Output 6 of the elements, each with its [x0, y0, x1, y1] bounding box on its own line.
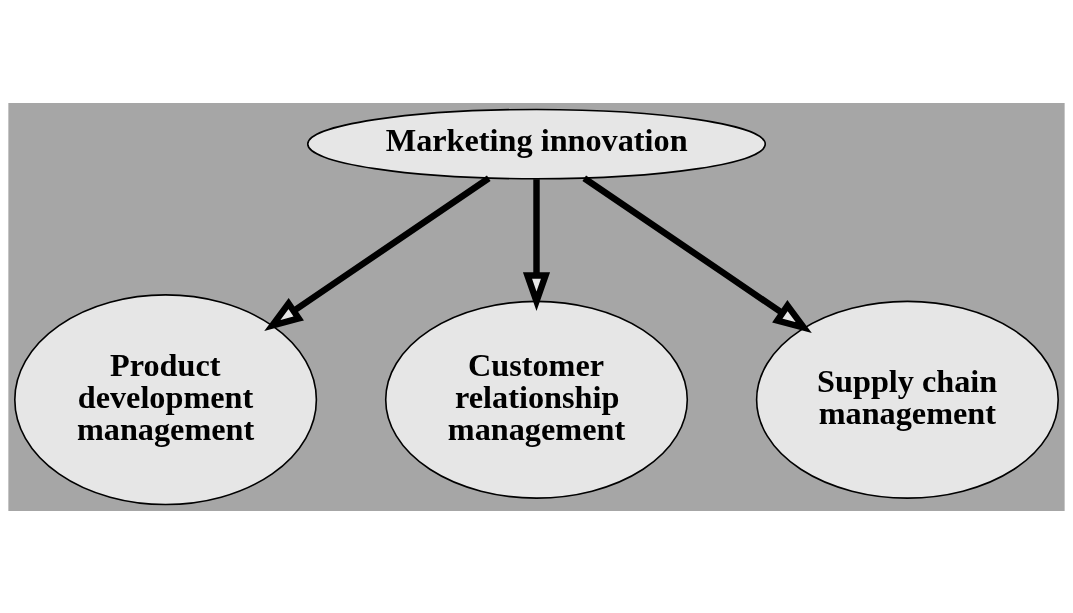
node-ellipse: Customer relationship management — [384, 300, 689, 499]
arrow — [522, 178, 551, 311]
arrow — [582, 175, 812, 333]
node-ellipse: Marketing innovation — [306, 108, 767, 180]
node-ellipse: Product development management — [14, 293, 318, 505]
arrow — [264, 175, 491, 331]
